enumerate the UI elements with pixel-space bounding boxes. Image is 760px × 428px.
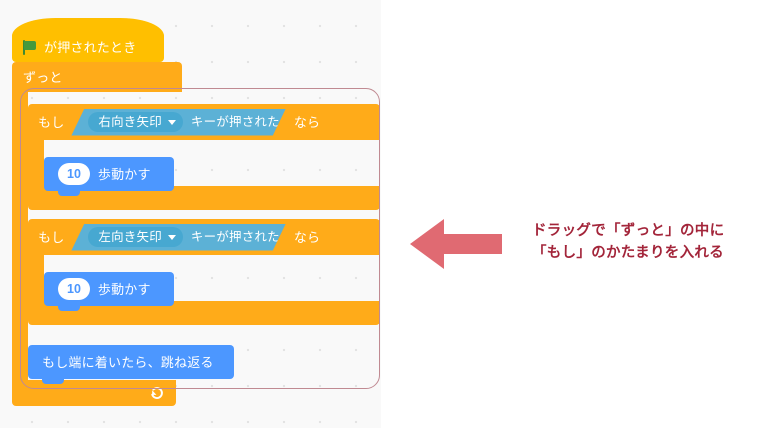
- forever-block-header: ずっと: [12, 62, 182, 92]
- scratch-workspace[interactable]: が押されたとき ずっと もし 右向き矢印: [0, 0, 381, 428]
- if-prefix-label: もし: [38, 114, 65, 130]
- if-block-left-arm: [28, 140, 44, 186]
- bounce-label: もし端に着いたら、跳ね返る: [42, 354, 214, 370]
- hat-block-top: [12, 18, 164, 36]
- block-if-left-arrow[interactable]: もし 左向き矢印 キーが押された なら: [28, 219, 380, 325]
- steps-input-2[interactable]: 10: [58, 278, 90, 300]
- key-dropdown-value: 右向き矢印: [98, 114, 162, 129]
- block-if-right-arrow[interactable]: もし 右向き矢印 キーが押された なら: [28, 104, 380, 210]
- annotation-text: ドラッグで「ずっと」の中に 「もし」のかたまりを入れる: [532, 220, 754, 265]
- forever-block-label: ずっと: [23, 69, 63, 85]
- loop-arrow-icon: [150, 386, 164, 400]
- if-suffix-label: なら: [293, 229, 321, 245]
- move-block-notch-2: [58, 306, 80, 311]
- boolean-key-pressed[interactable]: 左向き矢印 キーが押された: [71, 224, 285, 251]
- block-move-steps-2[interactable]: 10 歩動かす: [44, 272, 174, 311]
- move-block-notch-1: [58, 191, 80, 196]
- key-dropdown-value: 左向き矢印: [98, 229, 162, 244]
- if-block-header: もし 左向き矢印 キーが押された なら: [28, 219, 380, 255]
- forever-block-footer: [12, 380, 176, 406]
- hat-block-body: が押されたとき: [12, 32, 164, 62]
- if-suffix-label: なら: [293, 114, 321, 130]
- block-when-flag-clicked[interactable]: が押されたとき: [12, 18, 164, 67]
- left-arrow-icon: [410, 216, 502, 272]
- if-block-left-arm: [28, 255, 44, 301]
- bounce-block-notch: [42, 379, 64, 384]
- key-dropdown[interactable]: 左向き矢印: [88, 227, 183, 247]
- if-prefix-label: もし: [38, 229, 65, 245]
- move-steps-label-1: 歩動かす: [97, 166, 151, 182]
- steps-input-1[interactable]: 10: [58, 163, 90, 185]
- forever-block-left-arm: [12, 92, 28, 380]
- block-if-on-edge-bounce[interactable]: もし端に着いたら、跳ね返る: [28, 345, 234, 384]
- block-forever[interactable]: ずっと: [12, 62, 182, 92]
- boolean-key-pressed[interactable]: 右向き矢印 キーが押された: [71, 109, 285, 136]
- key-pressed-label: キーが押された: [190, 229, 280, 244]
- block-move-steps-1[interactable]: 10 歩動かす: [44, 157, 174, 196]
- chevron-down-icon: [168, 120, 176, 125]
- annotation-line-1: ドラッグで「ずっと」の中に: [532, 223, 725, 239]
- if-block-header: もし 右向き矢印 キーが押された なら: [28, 104, 380, 140]
- green-flag-icon: [22, 39, 38, 55]
- hat-block-label: が押されたとき: [44, 39, 137, 55]
- key-pressed-label: キーが押された: [190, 114, 280, 129]
- chevron-down-icon: [168, 235, 176, 240]
- key-dropdown[interactable]: 右向き矢印: [88, 112, 183, 132]
- move-steps-label-2: 歩動かす: [97, 281, 151, 297]
- annotation-line-2: 「もし」のかたまりを入れる: [532, 245, 724, 262]
